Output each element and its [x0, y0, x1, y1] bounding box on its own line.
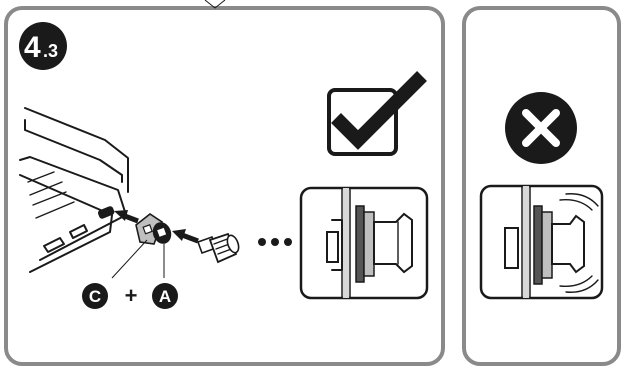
step-number-minor: .3: [43, 41, 58, 61]
insert-arrow-parts: [172, 229, 199, 244]
correct-step-panel: [4, 6, 445, 366]
check-mark-icon: [327, 71, 427, 156]
part-labels: C + A: [82, 283, 178, 309]
thumb-screw: [196, 232, 240, 264]
laptop-illustration: [19, 107, 129, 273]
ellipsis-dots: [258, 238, 292, 246]
incorrect-fit-detail: [479, 184, 604, 300]
insert-arrow-port: [114, 210, 139, 224]
label-c: C: [89, 287, 101, 306]
label-a-badge: [152, 283, 178, 309]
top-tab-mark: [204, 0, 226, 9]
usb-c-port: [97, 206, 115, 219]
spacer-part: [152, 222, 172, 244]
plus-sign: +: [125, 283, 138, 308]
label-c-badge: [82, 283, 108, 309]
washer-leader: [111, 239, 148, 279]
label-a: A: [159, 287, 171, 306]
correct-fit-detail: [299, 186, 429, 300]
cross-mark-icon: [505, 92, 577, 164]
incorrect-panel: [462, 6, 621, 366]
step-badge: 4 .3: [19, 22, 67, 70]
step-number-major: 4: [24, 31, 41, 64]
